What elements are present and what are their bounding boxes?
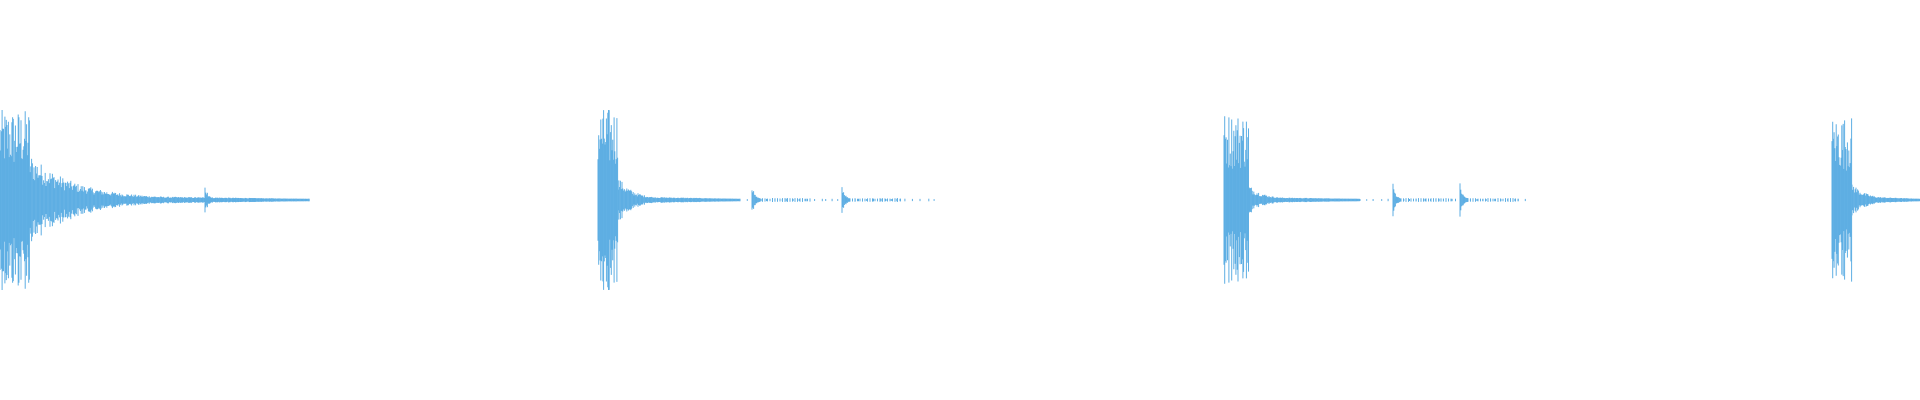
waveform-trace bbox=[0, 110, 1920, 290]
